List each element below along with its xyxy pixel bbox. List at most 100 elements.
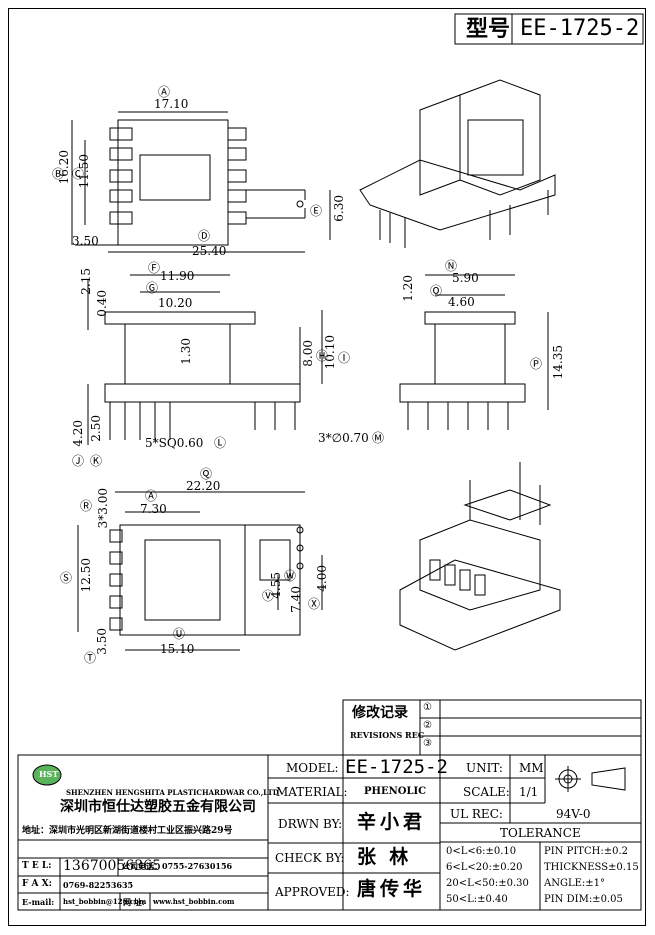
dim-a-value: 17.10 xyxy=(154,97,189,111)
dim-m-label: Ⓜ xyxy=(372,431,385,445)
dim-w-label: Ⓦ xyxy=(284,569,297,583)
dim-c-value: 11.50 xyxy=(77,154,91,189)
email-label: E-mail: xyxy=(22,897,55,907)
revision-mark-3: ③ xyxy=(423,738,432,749)
dim-r-label: Ⓡ xyxy=(80,499,93,513)
email-value: hst_bobbin@126.com xyxy=(63,897,147,906)
dim-h-value: 8.00 xyxy=(301,340,315,367)
front-view xyxy=(87,274,323,445)
ul-value: 94V-0 xyxy=(556,807,591,821)
dim-i-label: Ⓘ xyxy=(338,351,351,365)
check-value: 张 林 xyxy=(357,846,409,868)
revision-table xyxy=(342,699,642,756)
dim-v-value: 4.55 xyxy=(269,572,283,599)
dim-j-label: Ⓙ xyxy=(72,454,85,468)
company-address: 地址：深圳市光明区新湖街道楼村工业区振兴路29号 xyxy=(22,826,233,836)
dim-d-label: Ⓓ xyxy=(198,229,211,243)
tolerance-3: 20<L<50:±0.30 xyxy=(446,878,529,889)
fax-value: 0769-82253635 xyxy=(63,880,134,890)
dim-1-20: 1.20 xyxy=(401,275,415,302)
dim-i-value: 10.10 xyxy=(323,335,337,370)
dim-a2-value: 7.30 xyxy=(140,502,167,516)
dim-v-label: Ⓥ xyxy=(262,589,275,603)
dim-g-label: Ⓖ xyxy=(146,281,159,295)
dim-2-15: 2.15 xyxy=(79,268,93,295)
model-value: EE-1725-2 xyxy=(345,756,448,778)
dim-s-value: 12.50 xyxy=(79,558,93,593)
revisions-title-cn: 修改记录 xyxy=(352,705,408,721)
dim-g-value: 10.20 xyxy=(158,296,193,310)
tolerance-label: TOLERANCE xyxy=(500,826,581,840)
tolerance-right-4: PIN DIM:±0.05 xyxy=(544,894,623,905)
company-phone: 公司电话：0755-27630156 xyxy=(122,861,233,871)
dim-x-label: Ⓧ xyxy=(308,597,321,611)
dim-f-value: 11.90 xyxy=(160,269,195,283)
check-label: CHECK BY: xyxy=(275,851,345,865)
ul-label: UL REC: xyxy=(450,807,503,821)
dim-a2-label: Ⓐ xyxy=(145,489,158,503)
dim-left-offset: 3.50 xyxy=(72,234,99,248)
dim-o-label: Ⓞ xyxy=(430,284,443,298)
bottom-view xyxy=(77,491,323,651)
approved-value: 唐传华 xyxy=(357,878,427,900)
logo-text: HST xyxy=(39,769,59,779)
revision-mark-2: ② xyxy=(423,720,432,731)
model-label: MODEL: xyxy=(286,761,339,775)
dim-s-label: Ⓢ xyxy=(60,571,73,585)
dim-l-value: 5*SQ0.60 xyxy=(145,436,204,450)
dim-u-value: 15.10 xyxy=(160,642,195,656)
dim-b-value: 16.20 xyxy=(57,150,71,185)
dim-h-label: Ⓗ xyxy=(316,349,329,363)
scale-value: 1/1 xyxy=(519,785,539,799)
dim-p-value: 14.35 xyxy=(551,345,565,380)
logo-icon xyxy=(32,764,62,786)
tolerance-1: 0<L<6:±0.10 xyxy=(446,846,517,857)
type-label: 型号 xyxy=(466,16,511,42)
web-label: 网 址: xyxy=(123,897,145,907)
isometric-view-top xyxy=(359,79,556,248)
title-box xyxy=(454,13,644,45)
tel-label: T E L: xyxy=(22,861,52,871)
dim-u-label: Ⓤ xyxy=(173,627,186,641)
top-view xyxy=(71,111,331,253)
dim-f-label: Ⓕ xyxy=(148,261,161,275)
dim-l-label: Ⓛ xyxy=(214,436,227,450)
dim-e-value: 6.30 xyxy=(332,195,346,222)
drawn-value: 辛小君 xyxy=(357,811,427,833)
dim-e-label: Ⓔ xyxy=(310,204,323,218)
dim-q-value: 22.20 xyxy=(186,479,221,493)
dim-r-value: 3*3.00 xyxy=(96,488,110,529)
dim-k-label: Ⓚ xyxy=(90,454,103,468)
tolerance-right-3: ANGLE:±1° xyxy=(544,878,606,889)
dim-w-value: 7.40 xyxy=(289,586,303,613)
dim-j-value: 4.20 xyxy=(71,420,85,447)
isometric-view-bottom xyxy=(399,462,561,651)
dim-d-value: 25.40 xyxy=(192,244,227,258)
tolerance-2: 6<L<20:±0.20 xyxy=(446,862,523,873)
dim-1-30: 1.30 xyxy=(179,338,193,365)
company-name-en: SHENZHEN HENGSHITA PLASTICHARDWAR CO.,LT… xyxy=(66,788,279,797)
drawing-frame xyxy=(8,8,646,926)
material-value: PHENOLIC xyxy=(364,786,427,797)
revision-mark-1: ① xyxy=(423,702,432,713)
model-title: EE-1725-2 xyxy=(520,16,640,41)
dim-q-label: Ⓠ xyxy=(200,467,213,481)
dim-b-label: Ⓑ xyxy=(52,167,65,181)
dim-t-value: 3.50 xyxy=(95,628,109,655)
side-view xyxy=(399,274,549,430)
unit-label: UNIT: xyxy=(466,761,503,775)
dim-0-40: 0.40 xyxy=(95,290,109,317)
dim-k-value: 2.50 xyxy=(89,415,103,442)
title-block xyxy=(17,754,642,911)
dim-p-label: Ⓟ xyxy=(530,357,543,371)
tolerance-4: 50<L:±0.40 xyxy=(446,894,508,905)
dim-n-value: 5.90 xyxy=(452,271,479,285)
drawn-label: DRWN BY: xyxy=(278,817,343,831)
dim-m-value: 3*∅0.70 xyxy=(318,431,369,445)
material-label: MATERIAL: xyxy=(276,785,348,799)
company-name-cn: 深圳市恒仕达塑胶五金有限公司 xyxy=(60,799,256,815)
tolerance-right-1: PIN PITCH:±0.2 xyxy=(544,846,628,857)
web-value: www.hst_bobbin.com xyxy=(153,897,235,906)
dim-n-label: Ⓝ xyxy=(445,259,458,273)
